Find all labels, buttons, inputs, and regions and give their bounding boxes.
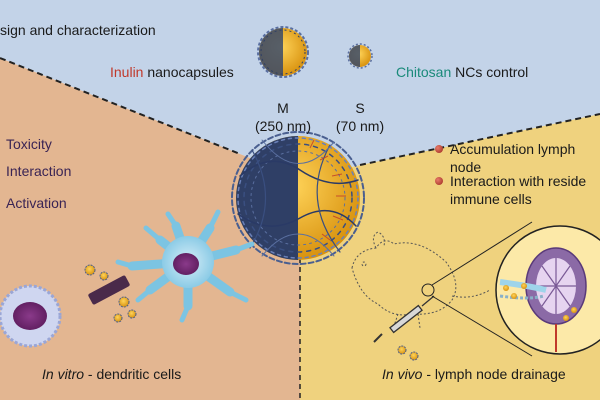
lymph-node-icon: [495, 225, 600, 355]
chitosan-rest: NCs control: [451, 64, 529, 80]
in-vivo-item-accumulation-line2: node: [450, 159, 482, 175]
in-vitro-caption-ital: In vitro: [42, 366, 85, 382]
mouse-icon: [351, 231, 491, 329]
bullet-icon: [435, 177, 443, 185]
in-vivo-item-accumulation: Accumulation lymph node: [450, 140, 575, 176]
central-nanocapsule-icon: [231, 131, 365, 265]
in-vitro-item-activation: Activation: [6, 195, 67, 211]
in-vitro-item-toxicity: Toxicity: [6, 136, 52, 152]
in-vivo-caption-rest: - lymph node drainage: [422, 366, 566, 382]
page-title-text: sign and characterization: [0, 22, 156, 38]
zoom-lines-icon: [421, 221, 533, 357]
in-vivo-item-interaction-line1: Interaction with reside: [450, 173, 587, 189]
size-s-label: S: [340, 100, 380, 116]
size-m-letter: M: [277, 100, 289, 116]
size-s-value-text: (70 nm): [335, 118, 385, 134]
in-vivo-item-interaction-line2: immune cells: [450, 191, 532, 207]
dendritic-cell-icon: [115, 209, 255, 323]
separator-left: [0, 57, 241, 155]
in-vivo-caption-ital: In vivo: [382, 366, 423, 382]
size-m-value-text: (250 nm): [254, 118, 312, 134]
chitosan-word: Chitosan: [396, 64, 452, 80]
in-vivo-caption: In vivo - lymph node drainage: [382, 366, 566, 382]
in-vitro-caption: In vitro - dendritic cells: [42, 366, 181, 382]
in-vivo-nanocapsules-icon: [397, 345, 419, 361]
bullet-icon: [435, 145, 443, 153]
inulin-rest: nanocapsules: [143, 64, 234, 80]
nanocapsule-m-icon: [257, 26, 309, 78]
in-vivo-item-accumulation-line1: Accumulation lymph: [450, 141, 576, 157]
inulin-label: Inulin nanocapsules: [110, 64, 234, 80]
size-m-value: (250 nm): [243, 118, 323, 134]
in-vitro-item-toxicity-text: Toxicity: [6, 136, 52, 152]
size-s-letter: S: [355, 100, 365, 116]
syringe-icon: [373, 295, 435, 343]
nanocapsule-s-icon: [347, 43, 373, 69]
inulin-word: Inulin: [110, 64, 144, 80]
rod-particle-icon: [88, 275, 130, 305]
purple-cell-icon: [0, 284, 62, 348]
page-title: sign and characterization: [0, 22, 156, 38]
in-vivo-item-interaction: Interaction with reside immune cells: [450, 172, 586, 208]
design-panel: [0, 0, 600, 178]
in-vitro-item-activation-text: Activation: [6, 195, 67, 211]
in-vitro-caption-rest: - dendritic cells: [84, 366, 182, 382]
small-nanocapsules-icon: [84, 264, 137, 323]
size-m-label: M: [258, 100, 308, 116]
in-vitro-item-interaction: Interaction: [6, 163, 71, 179]
separator-right: [359, 113, 600, 166]
in-vitro-item-interaction-text: Interaction: [6, 163, 72, 179]
size-s-value: (70 nm): [325, 118, 395, 134]
chitosan-label: Chitosan NCs control: [396, 64, 528, 80]
